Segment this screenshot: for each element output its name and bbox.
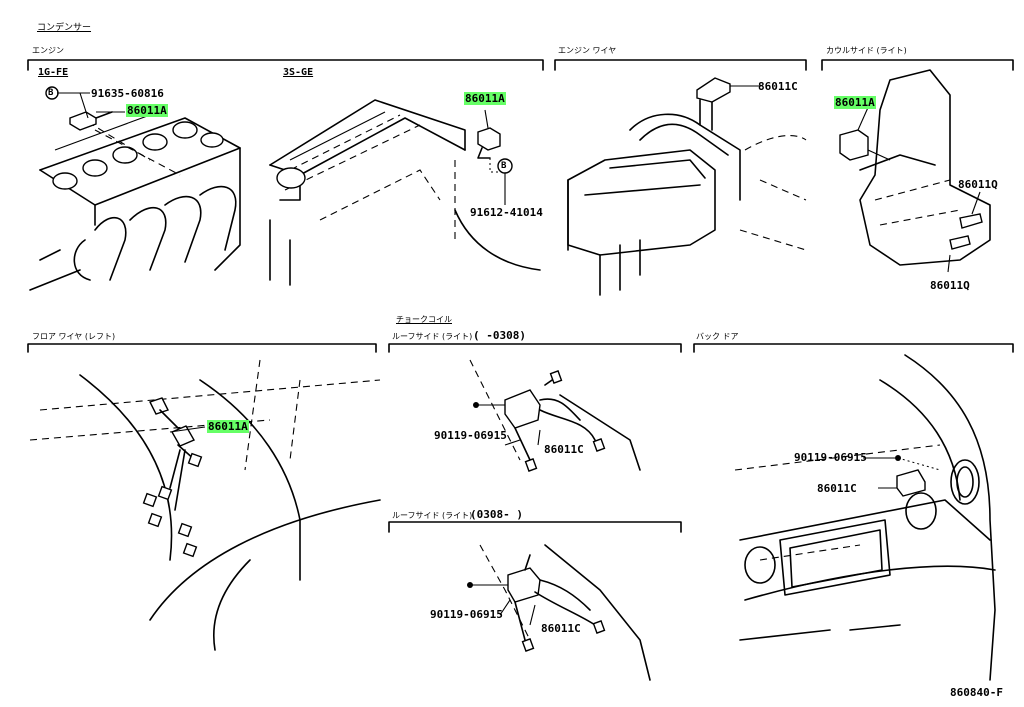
cowl-side-drawing <box>839 69 991 273</box>
engine-1gfe-drawing <box>29 114 241 291</box>
part-91635-60816[interactable]: 91635-60816 <box>91 87 164 100</box>
part-86011a-3sge[interactable]: 86011A <box>464 92 506 105</box>
back-door-drawing <box>734 354 996 681</box>
engine-3sge-drawing <box>269 99 541 286</box>
section-back-door-label: バック ドア <box>696 332 739 341</box>
engine-3sge-label: 3S-GE <box>283 67 314 78</box>
part-90119-06915-back-door[interactable]: 90119-06915 <box>794 451 867 464</box>
part-90119-06915-roof-lower[interactable]: 90119-06915 <box>430 608 503 621</box>
diagram-ref-code: 860840-F <box>950 686 1003 699</box>
section-brackets <box>27 59 1014 533</box>
spark-plug-5-icon <box>172 121 198 139</box>
bolt-b-letter: B <box>48 88 54 98</box>
condenser-3sge-icon <box>477 109 513 205</box>
part-86011q-upper[interactable]: 86011Q <box>958 178 998 191</box>
floor-wire-drawing <box>29 359 381 651</box>
spark-plug-1-icon <box>52 172 78 190</box>
leader-lines <box>57 92 871 626</box>
section-roof-side-1-range: ( -0308) <box>473 329 526 342</box>
part-86011c-back-door[interactable]: 86011C <box>817 482 857 495</box>
part-86011q-lower[interactable]: 86011Q <box>930 279 970 292</box>
section-floor-wire-label: フロア ワイヤ (レフト) <box>32 332 116 341</box>
bolt-b-letter-2: B <box>501 161 507 171</box>
section-roof-side-2-label: ルーフサイド (ライト) <box>392 511 473 520</box>
engine-wire-drawing <box>567 77 807 296</box>
part-91612-41014[interactable]: 91612-41014 <box>470 206 543 219</box>
back-door-condenser-icon <box>896 469 926 497</box>
engine-1gfe-label: 1G-FE <box>38 67 69 78</box>
part-86011a-cowl[interactable]: 86011A <box>834 96 876 109</box>
section-roof-side-2-range: (0308- ) <box>470 508 523 521</box>
part-86011c-roof-upper[interactable]: 86011C <box>544 443 584 456</box>
section-engine-label: エンジン <box>32 46 64 55</box>
part-86011a-floor[interactable]: 86011A <box>207 420 249 433</box>
part-86011a-1gfe[interactable]: 86011A <box>126 104 168 117</box>
part-90119-06915-roof-upper[interactable]: 90119-06915 <box>434 429 507 442</box>
roof-side-lower-drawing <box>467 544 651 681</box>
section-choke-coil-label: チョークコイル <box>396 315 452 324</box>
part-86011c-roof-lower[interactable]: 86011C <box>541 622 581 635</box>
roof-side-upper-drawing <box>469 359 641 472</box>
spark-plug-4-icon <box>142 133 168 151</box>
section-cowl-side-label: カウルサイド (ライト) <box>826 46 907 55</box>
section-roof-side-1-label: ルーフサイド (ライト) <box>392 332 473 341</box>
condenser-1gfe-icon <box>45 86 113 131</box>
part-86011c-engine-wire[interactable]: 86011C <box>758 80 798 93</box>
diagram-title: コンデンサー <box>37 23 92 33</box>
section-engine-wire-label: エンジン ワイヤ <box>558 46 617 55</box>
spark-plug-3-icon <box>112 146 138 164</box>
spark-plug-2-icon <box>82 159 108 177</box>
